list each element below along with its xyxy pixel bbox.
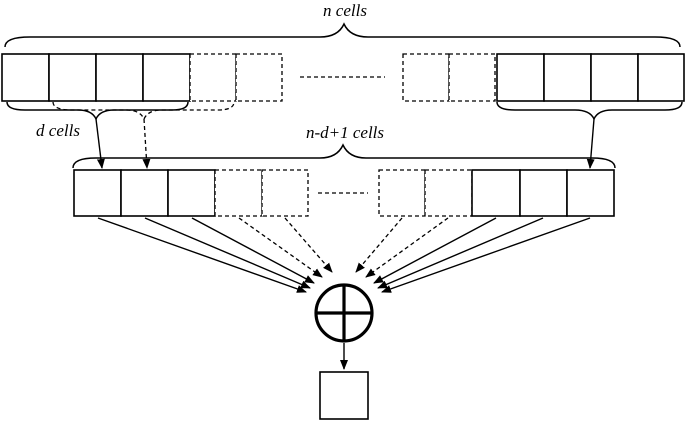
middle-cell — [519, 169, 568, 217]
xor-input-arrow — [97, 217, 307, 293]
window-brace-right — [496, 101, 683, 121]
window-arrow-left — [95, 118, 105, 169]
middle-cell — [167, 169, 216, 217]
xor-input-arrow — [284, 217, 333, 273]
top-brace — [4, 22, 681, 48]
middle-cell — [73, 169, 122, 217]
top-cell — [590, 53, 639, 102]
middle-cell — [471, 169, 521, 217]
top-cell-dashed — [448, 53, 496, 102]
top-brace-label: n cells — [323, 1, 367, 20]
window-brace-label: d cells — [36, 121, 80, 140]
converging-arrows — [97, 217, 591, 293]
middle-cell-dashed — [378, 169, 426, 217]
xor-input-arrow — [191, 217, 315, 284]
middle-brace-label: n-d+1 cells — [306, 123, 384, 142]
xor-input-arrow — [144, 217, 311, 289]
middle-register — [73, 169, 615, 217]
top-cell — [48, 53, 97, 102]
output-cell — [319, 371, 369, 420]
xor-input-arrow — [381, 217, 591, 293]
middle-brace — [72, 143, 616, 169]
xor-input-arrow — [365, 217, 449, 278]
xor-input-arrow — [238, 217, 323, 278]
xor-circle-icon — [314, 283, 374, 343]
top-cell — [543, 53, 592, 102]
top-register — [1, 53, 685, 102]
middle-cell — [120, 169, 169, 217]
middle-cell-dashed — [261, 169, 309, 217]
top-cell-dashed — [402, 53, 450, 102]
window-arrow-shifted — [142, 118, 151, 169]
top-cell — [496, 53, 545, 102]
top-cell — [142, 53, 191, 102]
xor-input-arrow — [355, 217, 403, 273]
top-cell-dashed — [189, 53, 237, 102]
xor-input-arrow — [377, 217, 544, 289]
window-brace-left — [6, 101, 189, 121]
window-brace-shifted — [52, 101, 235, 121]
top-cell — [1, 53, 50, 102]
top-cell-dashed — [235, 53, 283, 102]
top-cell — [95, 53, 144, 102]
middle-cell-dashed — [214, 169, 263, 217]
window-arrow-right — [586, 118, 595, 169]
middle-cell — [566, 169, 615, 217]
top-cell — [637, 53, 685, 102]
middle-cell-dashed — [424, 169, 473, 217]
xor-input-arrow — [373, 217, 497, 284]
